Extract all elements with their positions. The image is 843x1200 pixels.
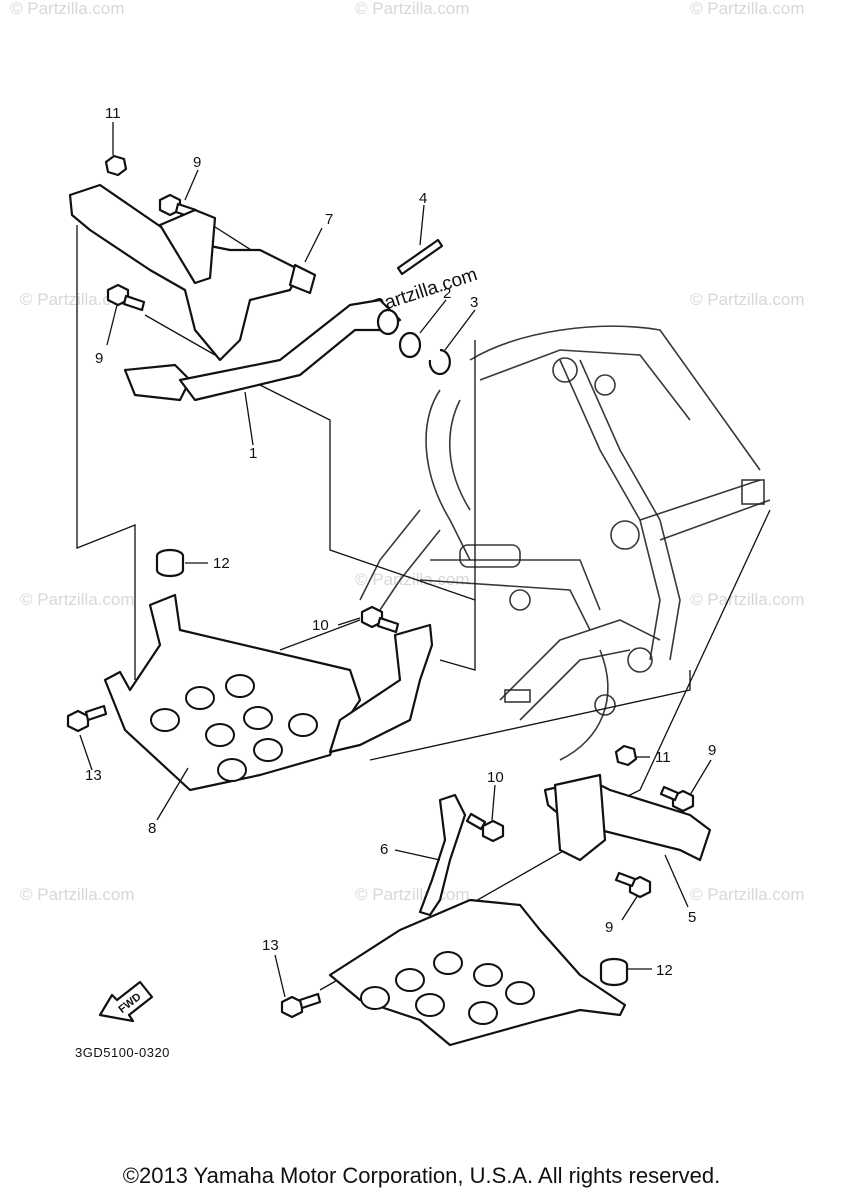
watermark-faint: © Partzilla.com [20,885,135,904]
callout-8: 8 [148,820,156,837]
watermark-faint: © Partzilla.com [690,290,805,309]
callout-4: 4 [419,190,427,207]
callout-10: 10 [312,617,329,634]
diagram-code: 3GD5100-0320 [75,1045,170,1060]
callout-leaders [79,122,712,998]
copyright-notice: ©2013 Yamaha Motor Corporation, U.S.A. A… [122,1163,721,1188]
part-spring-4 [396,238,444,276]
part-washer-2 [398,331,422,359]
watermark-faint: © Partzilla.com [690,0,805,18]
part-bolt-13-left [66,704,108,733]
part-bolt-9-right-upper [659,785,695,813]
watermark-faint: © Partzilla.com [355,570,470,589]
part-skid-plate-8 [103,593,434,792]
fwd-arrow-icon: FWD [98,980,154,1023]
callout-10: 10 [487,769,504,786]
callout-9: 9 [605,919,613,936]
part-skid-plate-lower [328,898,627,1047]
watermark-faint: © Partzilla.com [20,590,135,609]
watermarks: © Partzilla.com © Partzilla.com © Partzi… [10,0,805,904]
part-nut-11-lower [614,744,638,767]
watermark-faint: © Partzilla.com [690,590,805,609]
part-bolt-9-left [106,283,146,312]
part-footrest-bracket-7 [68,183,317,362]
callout-5: 5 [688,909,696,926]
callout-9: 9 [708,742,716,759]
part-bolt-10-upper [360,605,400,634]
part-damper-12-upper [155,548,185,578]
part-bolt-13-lower [280,992,322,1019]
callout-12: 12 [656,962,673,979]
part-damper-12-lower [599,957,629,987]
watermark-faint: © Partzilla.com [10,0,125,18]
watermark-faint: © Partzilla.com [355,885,470,904]
callout-7: 7 [325,211,333,228]
part-bolt-10-lower [465,812,505,843]
part-bolt-9-right-lower [614,871,652,899]
frame-outline [359,325,771,761]
part-nut-11-upper [104,154,128,177]
callout-1: 1 [249,445,257,462]
callout-12: 12 [213,555,230,572]
callout-6: 6 [380,841,388,858]
part-footrest-5 [543,773,712,862]
callout-2: 2 [443,285,451,302]
part-brake-pedal-1 [123,298,402,402]
callout-11: 11 [655,749,671,766]
callout-13: 13 [85,767,102,784]
callout-9: 9 [95,350,103,367]
callout-11: 11 [105,105,121,122]
callout-9: 9 [193,154,201,171]
callout-3: 3 [470,294,478,311]
part-clip-3 [428,348,451,376]
watermark-faint: © Partzilla.com [355,0,470,18]
callouts: 11 9 7 4 2 3 9 1 12 10 13 8 6 10 11 9 5 … [85,105,716,979]
watermark-faint: © Partzilla.com [690,885,805,904]
callout-13: 13 [262,937,279,954]
